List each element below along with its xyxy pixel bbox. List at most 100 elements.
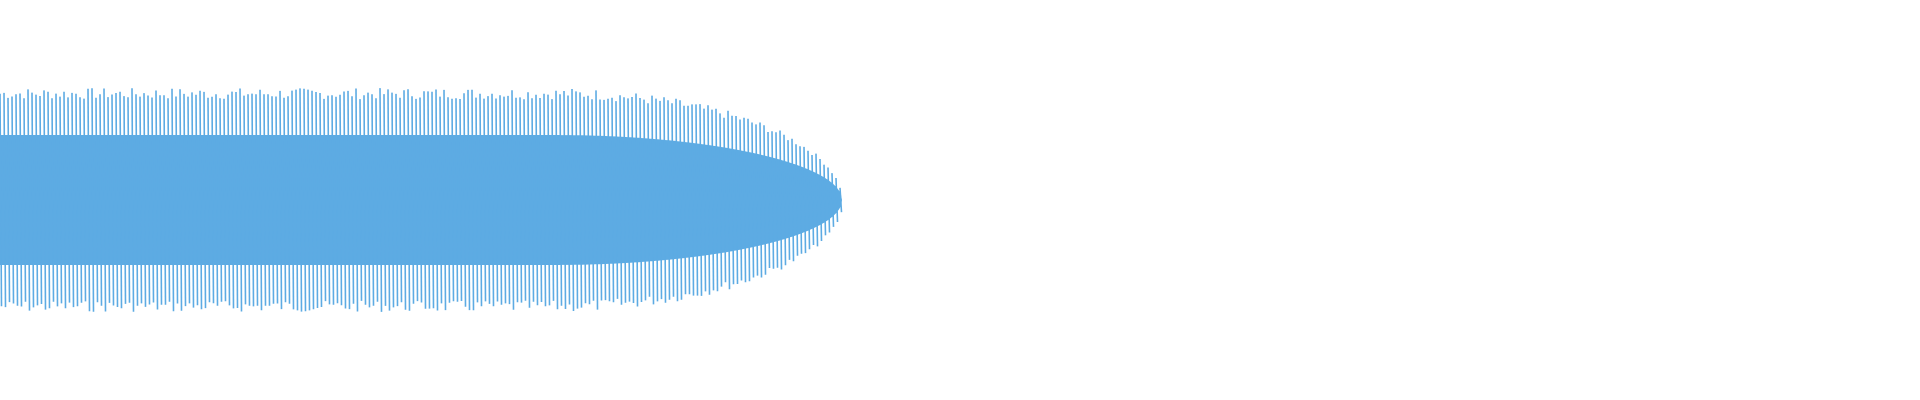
- waveform-spike: [567, 95, 571, 305]
- waveform-spike: [303, 88, 307, 312]
- waveform-spike: [211, 96, 215, 304]
- waveform-spike: [239, 88, 243, 312]
- waveform-spike: [7, 97, 11, 303]
- waveform-spike: [419, 97, 423, 303]
- waveform-spike: [375, 98, 379, 302]
- waveform-spike: [663, 97, 667, 303]
- waveform-spike: [435, 89, 439, 311]
- waveform-spike: [19, 93, 23, 307]
- waveform-spike: [703, 108, 707, 292]
- waveform-spike: [531, 98, 535, 302]
- waveform-spike: [671, 103, 675, 297]
- waveform-spike: [227, 94, 231, 306]
- waveform-spike: [135, 94, 139, 306]
- waveform-spike: [519, 97, 523, 303]
- waveform-spike: [287, 96, 291, 304]
- waveform-spike: [283, 97, 287, 303]
- waveform-spike: [735, 115, 739, 285]
- waveform-spike: [39, 95, 43, 305]
- waveform-spike: [767, 131, 771, 269]
- waveform-spike: [839, 187, 843, 213]
- waveform-spike: [799, 146, 803, 254]
- waveform-spike: [675, 98, 679, 302]
- waveform-spike: [471, 89, 475, 311]
- waveform-spike: [155, 90, 159, 310]
- waveform-spike: [427, 91, 431, 309]
- waveform-spike: [535, 94, 539, 306]
- waveform-spike: [231, 91, 235, 309]
- waveform-spike: [391, 92, 395, 308]
- waveform-spike: [367, 92, 371, 308]
- waveform-spike: [271, 96, 275, 304]
- waveform-spike: [371, 94, 375, 306]
- waveform-spike: [0, 93, 3, 307]
- waveform-spike: [811, 154, 815, 246]
- waveform-spike: [139, 96, 143, 304]
- waveform-spike: [543, 93, 547, 307]
- waveform-spike: [27, 89, 31, 311]
- waveform-spike: [711, 109, 715, 291]
- waveform-spike: [655, 98, 659, 302]
- waveform-spike: [71, 92, 75, 308]
- waveform-spike: [787, 140, 791, 260]
- waveform-spike: [771, 131, 775, 269]
- waveform-spike: [243, 95, 247, 305]
- waveform-spike: [95, 97, 99, 303]
- waveform-spike: [79, 97, 83, 303]
- waveform-spike: [399, 97, 403, 303]
- waveform-spike: [275, 96, 279, 304]
- waveform-spike: [755, 124, 759, 276]
- waveform-spike: [115, 92, 119, 308]
- waveform-spike: [723, 117, 727, 283]
- waveform-spike: [523, 99, 527, 301]
- waveform-spike: [687, 105, 691, 295]
- waveform-spike: [503, 96, 507, 304]
- waveform-spike: [579, 92, 583, 308]
- waveform-spike: [319, 92, 323, 308]
- waveform-spike: [591, 99, 595, 301]
- waveform-spike: [63, 91, 67, 309]
- waveform-spike: [159, 95, 163, 305]
- waveform-spike: [403, 90, 407, 310]
- waveform-spike: [147, 95, 151, 305]
- waveform-spike: [235, 91, 239, 309]
- waveform-spike: [191, 92, 195, 308]
- waveform-spike: [563, 90, 567, 310]
- waveform-spike: [15, 94, 19, 306]
- waveform-spike: [407, 89, 411, 311]
- waveform-spike: [479, 93, 483, 307]
- waveform-spike: [695, 104, 699, 296]
- waveform-spike: [47, 91, 51, 309]
- waveform-spike: [603, 99, 607, 301]
- waveform-spike: [631, 96, 635, 304]
- waveform-spike: [411, 96, 415, 304]
- waveform-spike: [747, 118, 751, 282]
- waveform-spike: [611, 97, 615, 303]
- waveform-spike: [55, 93, 59, 307]
- waveform-spike: [99, 94, 103, 306]
- waveform-spike: [175, 96, 179, 304]
- waveform-spike: [707, 105, 711, 295]
- waveform-spike: [167, 98, 171, 302]
- waveform-spike: [679, 100, 683, 300]
- waveform-spike: [143, 93, 147, 307]
- waveform-spike: [763, 125, 767, 275]
- waveform-spike: [51, 98, 55, 302]
- waveform-spike: [59, 96, 63, 304]
- waveform-spike: [515, 97, 519, 303]
- waveform-spike: [363, 95, 367, 305]
- waveform-spike: [819, 158, 823, 242]
- waveform-spike: [327, 95, 331, 305]
- waveform-spike: [627, 98, 631, 302]
- waveform-spike: [307, 89, 311, 311]
- waveform-spike: [347, 90, 351, 310]
- waveform-spike: [103, 88, 107, 312]
- waveform-spike: [311, 90, 315, 310]
- waveform-spike: [43, 90, 47, 310]
- waveform-spike: [119, 91, 123, 309]
- waveform-spike: [575, 91, 579, 309]
- waveform-spike: [395, 93, 399, 307]
- waveform-spike: [35, 94, 39, 306]
- waveform-spike: [795, 144, 799, 256]
